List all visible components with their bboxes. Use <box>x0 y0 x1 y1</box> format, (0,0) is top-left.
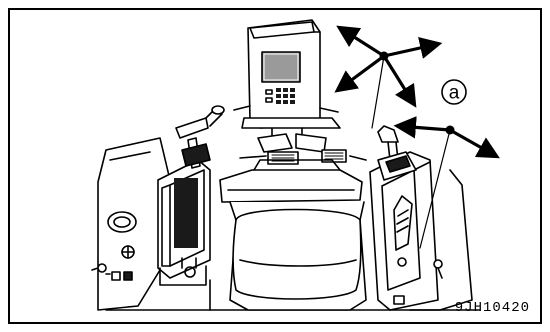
left-pedal <box>268 152 298 164</box>
figure-id-label: 9JH10420 <box>455 300 530 316</box>
adjustment-arrow-icon <box>338 28 438 104</box>
callout-label: a <box>449 83 460 104</box>
left-console <box>158 160 210 285</box>
operator-cab-diagram: a 9JH10420 <box>8 8 542 324</box>
cab-illustration: a <box>10 10 540 322</box>
callout-a: a <box>442 80 466 104</box>
left-control-lever <box>176 106 224 168</box>
monitor-icon <box>248 20 320 128</box>
seat-icon <box>220 160 366 310</box>
